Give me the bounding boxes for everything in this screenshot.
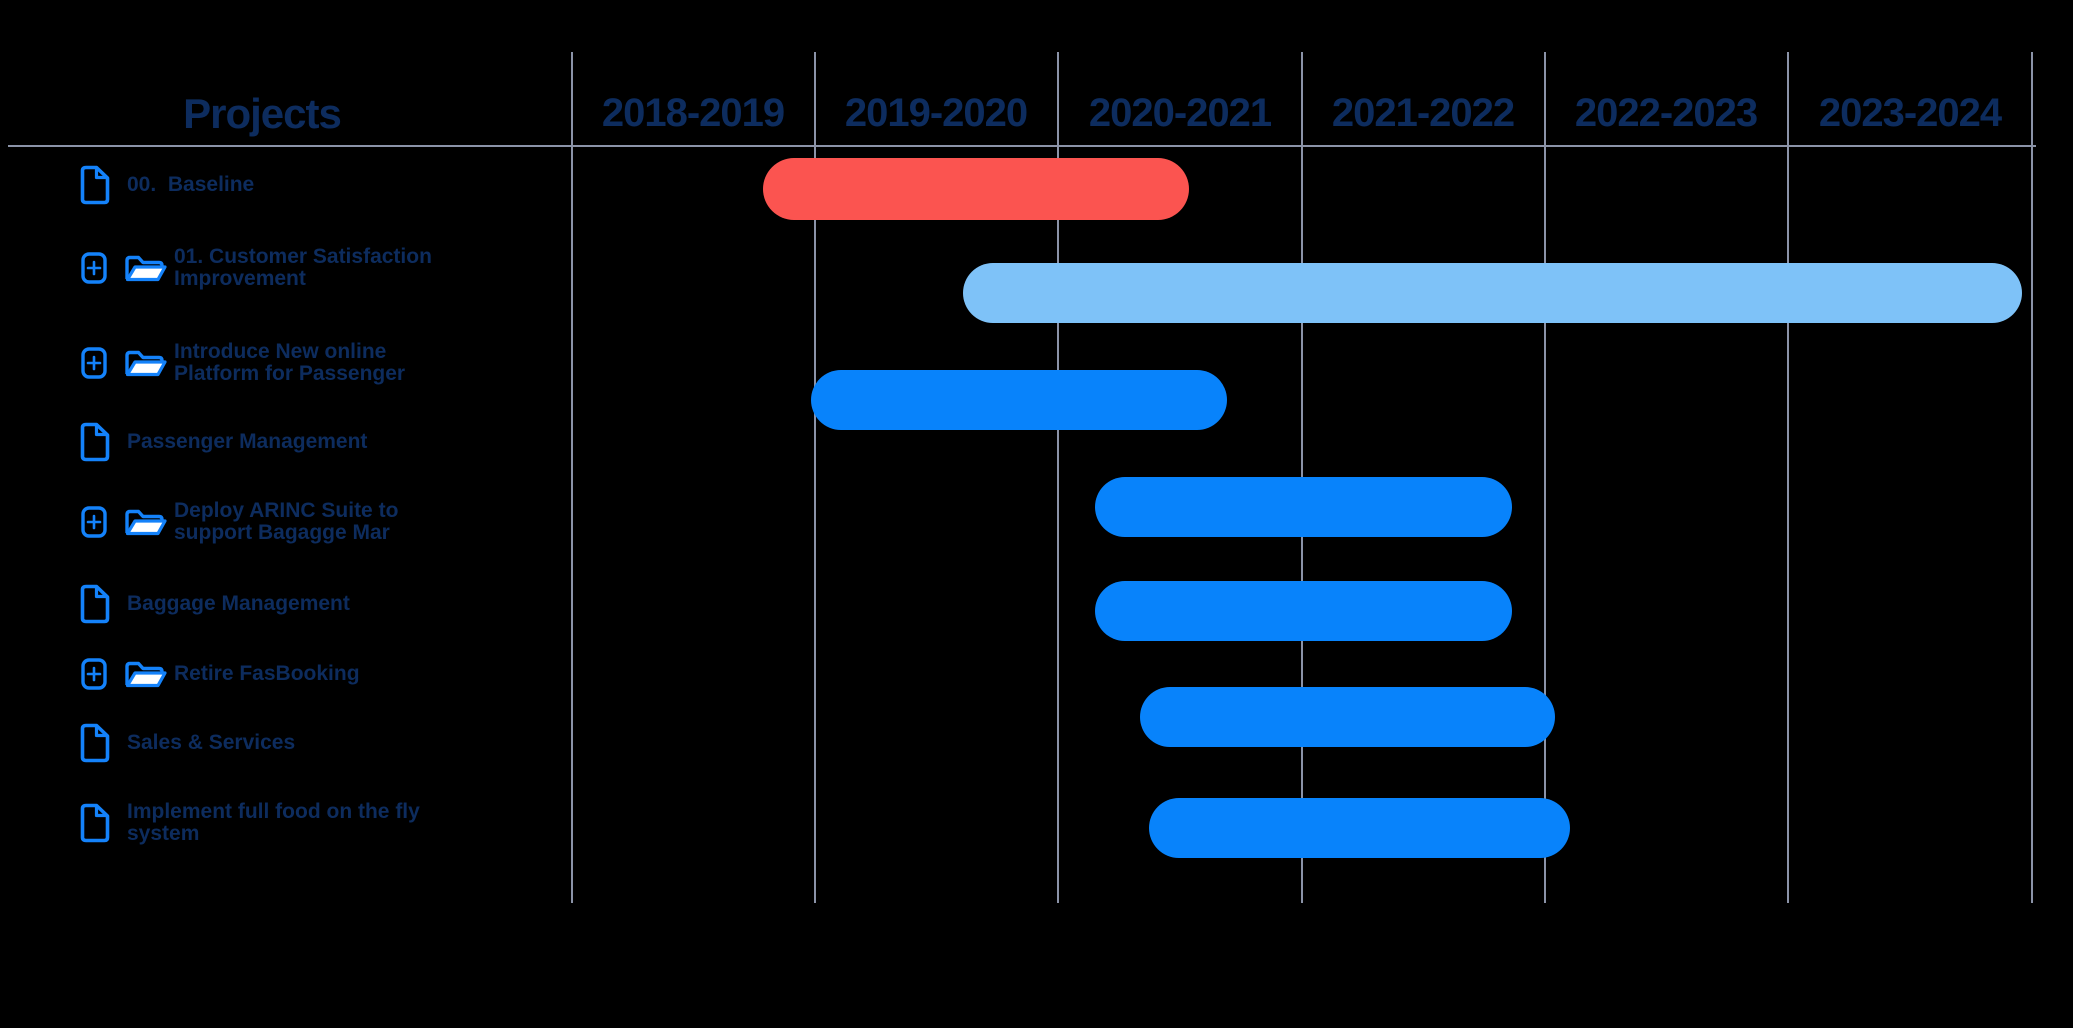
project-label-sales-services: Sales & Services: [127, 732, 295, 754]
timeline-gridline: [1057, 52, 1059, 903]
project-label-line: Deploy ARINC Suite to: [174, 499, 399, 522]
project-label-line: Implement full food on the fly: [127, 800, 420, 823]
expand-plus-icon[interactable]: [81, 658, 107, 690]
year-header-2022-2023: 2022-2023: [1574, 91, 1758, 135]
open-folder-icon: [125, 509, 167, 536]
project-label-line: 00. Baseline: [127, 173, 255, 196]
document-icon: [80, 165, 110, 205]
gantt-bar-baggage-management[interactable]: [1095, 581, 1512, 641]
project-label-retire-fasbooking: Retire FasBooking: [174, 663, 360, 685]
document-icon: [80, 584, 110, 624]
project-label-passenger-management: Passenger Management: [127, 431, 367, 453]
timeline-gridline: [1787, 52, 1789, 903]
project-label-baseline: 00. Baseline: [127, 174, 254, 196]
open-folder-icon: [125, 255, 167, 282]
project-label-baggage-management: Baggage Management: [127, 593, 350, 615]
header-divider-line: [8, 145, 2036, 147]
timeline-gridline: [571, 52, 573, 903]
project-label-line: Improvement: [174, 267, 306, 290]
project-label-line: system: [127, 822, 200, 845]
document-icon: [80, 723, 110, 763]
open-folder-icon: [125, 350, 167, 377]
project-label-line: Passenger Management: [127, 430, 368, 453]
gantt-bar-customer-satisfaction[interactable]: [963, 263, 2022, 323]
gantt-bar-deploy-arinc[interactable]: [1095, 477, 1512, 537]
year-header-2020-2021: 2020-2021: [1088, 91, 1272, 135]
year-header-2021-2022: 2021-2022: [1331, 91, 1515, 135]
timeline-gridline: [2031, 52, 2033, 903]
year-header-2018-2019: 2018-2019: [601, 91, 785, 135]
project-label-line: Sales & Services: [127, 731, 296, 754]
project-label-line: Retire FasBooking: [174, 662, 360, 685]
gantt-bar-food-on-fly[interactable]: [1149, 798, 1570, 858]
document-icon: [80, 803, 110, 843]
expand-plus-icon[interactable]: [81, 506, 107, 538]
project-label-line: Baggage Management: [127, 592, 350, 615]
projects-header-title: Projects: [183, 90, 342, 137]
gantt-bar-online-platform[interactable]: [811, 370, 1227, 430]
project-label-line: Platform for Passenger: [174, 362, 406, 385]
timeline-gridline: [1544, 52, 1546, 903]
gantt-bar-baseline[interactable]: [763, 158, 1189, 220]
open-folder-icon: [125, 661, 167, 688]
year-header-2023-2024: 2023-2024: [1818, 91, 2002, 135]
expand-plus-icon[interactable]: [81, 252, 107, 284]
gantt-bar-retire-fasbooking[interactable]: [1140, 687, 1555, 747]
timeline-gridline: [814, 52, 816, 903]
project-label-line: 01. Customer Satisfaction: [174, 245, 432, 268]
expand-plus-icon[interactable]: [81, 347, 107, 379]
project-label-line: Introduce New online: [174, 340, 387, 363]
project-label-line: support Bagagge Mar: [174, 521, 390, 544]
document-icon: [80, 422, 110, 462]
year-header-2019-2020: 2019-2020: [844, 91, 1028, 135]
